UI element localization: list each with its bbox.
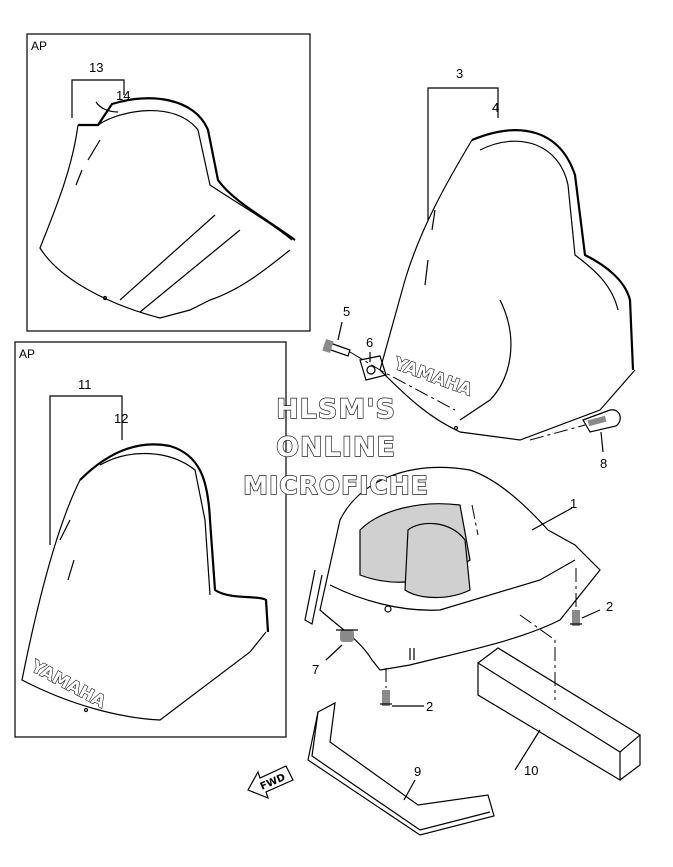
windshield-main-part-3: YAMAHA [379, 129, 636, 441]
watermark-line-3: MICROFICHE [243, 471, 429, 500]
bracket-13 [71, 79, 125, 118]
callout-9: 9 [414, 764, 421, 779]
callout-2-right: 2 [606, 599, 613, 614]
part-14-trim [95, 101, 119, 113]
callout-13: 13 [89, 60, 103, 75]
inset-label-bottom: AP [19, 347, 35, 361]
bracket-11 [49, 395, 123, 545]
inset-frame-bottom: AP YAMAHA 11 12 [14, 341, 287, 738]
callout-1: 1 [570, 496, 577, 511]
brand-text-main: YAMAHA [390, 354, 475, 401]
callout-10: 10 [524, 763, 538, 778]
callout-3: 3 [456, 66, 463, 81]
leader-line-10 [519, 614, 556, 700]
callout-2-bottom: 2 [426, 699, 433, 714]
callout-4: 4 [492, 100, 499, 115]
grommet-part-7 [325, 629, 358, 661]
inset-border-top [26, 33, 311, 332]
bracket-part-8 [582, 409, 621, 453]
forward-arrow-icon: FWD [247, 765, 294, 800]
windshield-high-part-11: YAMAHA [21, 443, 270, 721]
seal-strip-part-9 [307, 701, 495, 836]
leader-line-5-6 [349, 351, 456, 411]
bracket-3 [427, 87, 499, 220]
callout-12: 12 [114, 411, 128, 426]
washer-part-6 [359, 352, 387, 381]
windshield-low-part-13 [39, 97, 296, 319]
callout-5: 5 [343, 304, 350, 319]
watermark-line-2: ONLINE [276, 432, 396, 463]
leader-1 [531, 507, 573, 531]
screw-part-2-right [570, 609, 601, 626]
leader-line-1 [471, 504, 479, 536]
inset-label-top: AP [31, 39, 47, 53]
inset-border-bottom [14, 341, 287, 738]
inset-frame-top: AP 13 14 [26, 33, 311, 332]
callout-11: 11 [78, 377, 92, 392]
leader-line-8 [529, 424, 586, 441]
brand-text-inset: YAMAHA [27, 656, 110, 713]
cowling-part-1 [304, 466, 601, 671]
callout-14: 14 [116, 88, 130, 103]
callout-7: 7 [312, 662, 319, 677]
foam-block-part-10 [476, 647, 642, 782]
fwd-label: FWD [259, 772, 287, 793]
callout-8: 8 [600, 456, 607, 471]
screw-part-2-bottom [380, 690, 424, 707]
callout-6: 6 [366, 335, 373, 350]
bolt-part-5 [322, 321, 351, 357]
watermark: HLSM'S ONLINE MICROFICHE [242, 393, 429, 500]
watermark-line-1: HLSM'S [276, 394, 396, 425]
